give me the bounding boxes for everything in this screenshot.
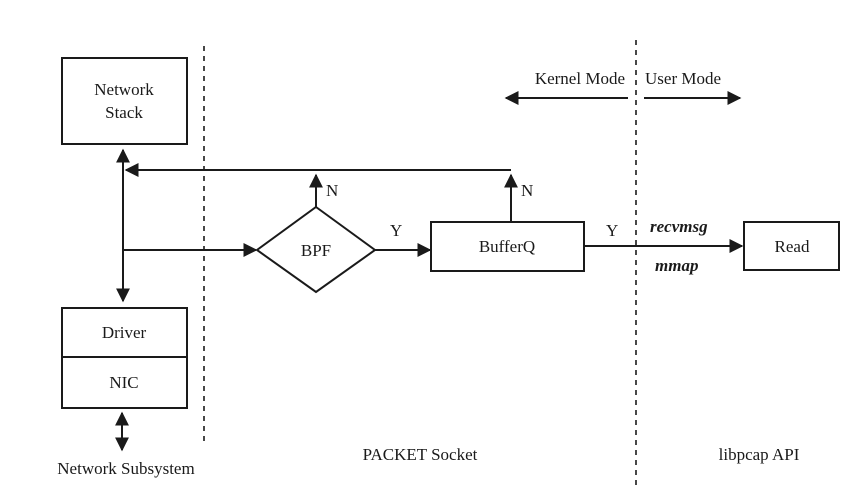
network-stack-label-line1: Network	[94, 80, 154, 99]
recvmsg-label: recvmsg	[650, 217, 708, 236]
bufferq-yes-label: Y	[606, 221, 618, 240]
network-stack-node: Network Stack	[61, 57, 188, 145]
libpcap-api-label: libpcap API	[719, 445, 800, 464]
bpf-no-label: N	[326, 181, 338, 200]
network-stack-label-line2: Stack	[105, 103, 143, 122]
bufferq-node: BufferQ	[430, 221, 585, 272]
packet-socket-label: PACKET Socket	[363, 445, 478, 464]
bpf-node: BPF	[255, 205, 377, 294]
bpf-label: BPF	[301, 241, 331, 260]
kernel-mode-label: Kernel Mode	[535, 69, 625, 88]
driver-nic-node: Driver NIC	[61, 307, 188, 409]
driver-label: Driver	[102, 323, 147, 342]
bufferq-label: BufferQ	[479, 237, 535, 256]
user-mode-label: User Mode	[645, 69, 721, 88]
bufferq-no-label: N	[521, 181, 533, 200]
read-label: Read	[775, 237, 810, 256]
read-node: Read	[743, 221, 840, 271]
nic-label: NIC	[109, 373, 138, 392]
mmap-label: mmap	[655, 256, 698, 275]
bpf-yes-label: Y	[390, 221, 402, 240]
network-subsystem-label: Network Subsystem	[57, 459, 194, 478]
